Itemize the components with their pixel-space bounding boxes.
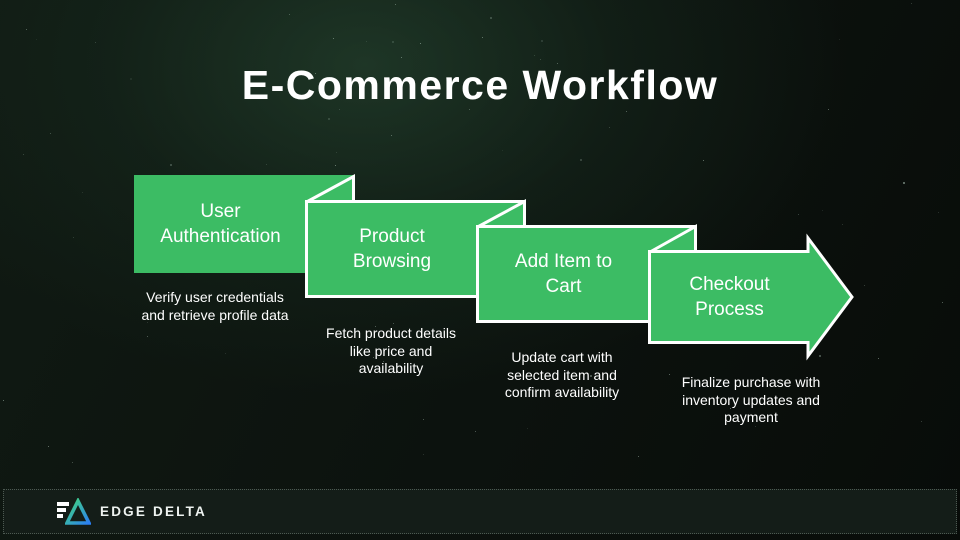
step-label-product-browsing: Product Browsing bbox=[352, 226, 432, 272]
step-label-user-authentication: User Authentication bbox=[160, 201, 281, 247]
step-label-add-item-to-cart: Add Item to Cart bbox=[514, 251, 613, 297]
step-label-checkout-process: Checkout Process bbox=[689, 273, 770, 320]
brand-name: EDGE DELTA bbox=[100, 504, 208, 519]
step-caption-checkout-process: Finalize purchase with inventory updates… bbox=[681, 374, 821, 425]
delta-triangle-icon bbox=[65, 497, 91, 525]
footer-bar: EDGE DELTA bbox=[3, 489, 957, 534]
edge-delta-logo bbox=[57, 497, 91, 526]
step-caption-add-item-to-cart: Update cart with selected item and confi… bbox=[504, 349, 620, 400]
logo-bars-icon bbox=[57, 501, 69, 518]
step-caption-user-authentication: Verify user credentials and retrieve pro… bbox=[141, 289, 289, 323]
slide-title: E-Commerce Workflow bbox=[241, 62, 719, 108]
step-caption-product-browsing: Fetch product details like price and ava… bbox=[326, 325, 456, 376]
